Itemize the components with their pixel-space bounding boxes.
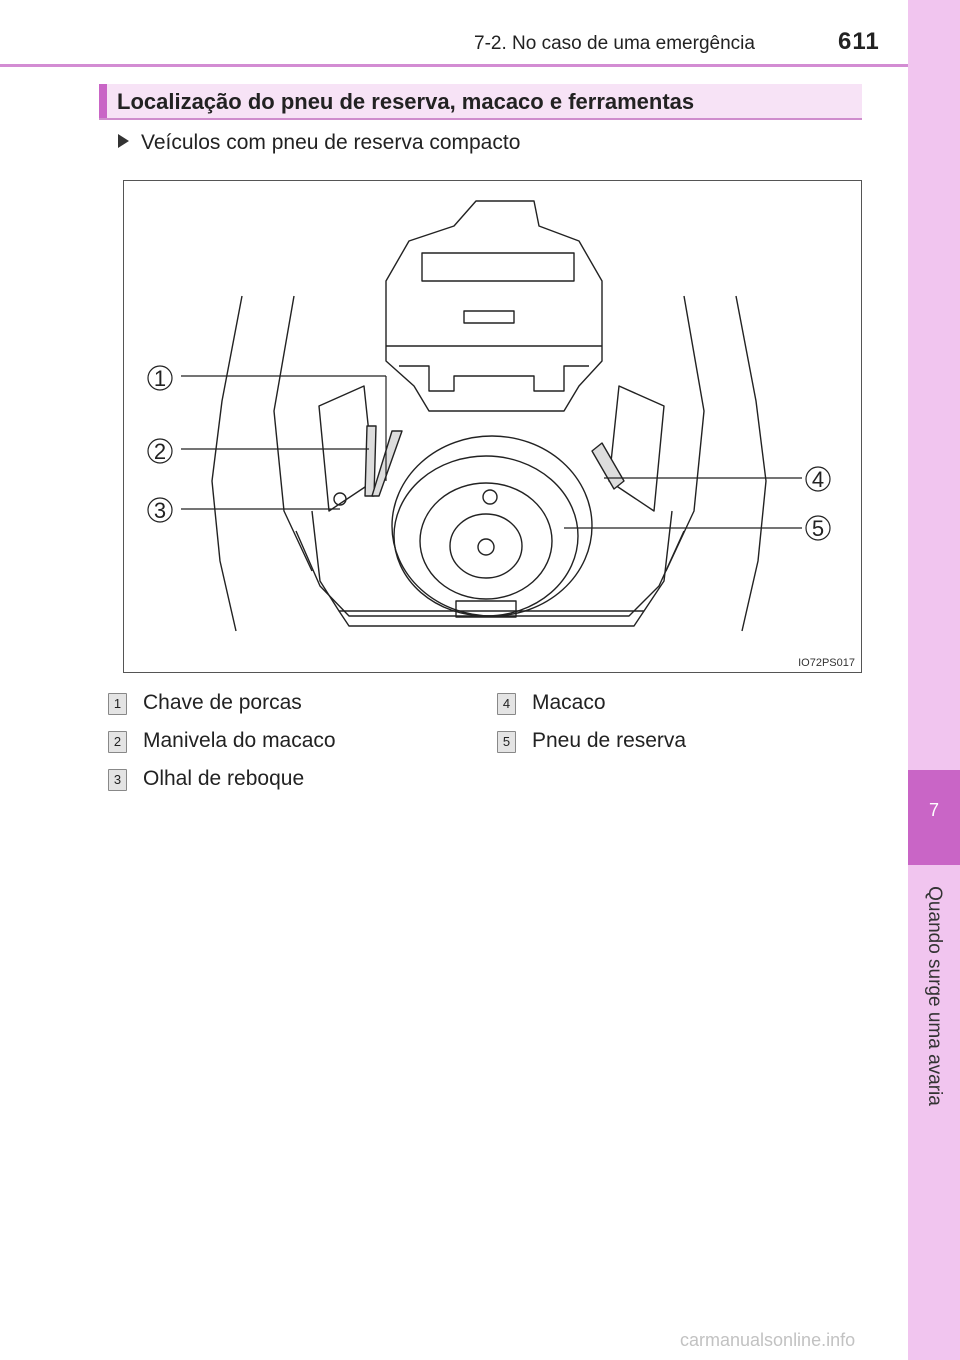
wheel-nut-wrench	[364, 425, 377, 497]
legend-label: Chave de porcas	[143, 691, 302, 714]
right-pillar	[665, 295, 705, 572]
triangle-bullet-icon	[118, 134, 129, 148]
callout-2-circle	[147, 438, 173, 464]
bumper-lip	[338, 610, 645, 627]
page-number: 611	[838, 28, 880, 55]
figure-code: IO72PS017	[798, 657, 855, 669]
chapter-number: 7	[928, 800, 939, 820]
legend-number: 2	[108, 731, 127, 753]
deck-board	[385, 200, 603, 412]
callout-5-circle	[805, 515, 831, 541]
towing-eye	[333, 492, 347, 506]
legend-label: Macaco	[532, 691, 606, 714]
legend-number: 4	[497, 693, 516, 715]
subheading: Veículos com pneu de reserva compacto	[118, 131, 520, 155]
legend-number: 1	[108, 693, 127, 715]
callout-1-circle	[147, 365, 173, 391]
callout-1: 1	[154, 366, 166, 391]
legend-number: 5	[497, 731, 516, 753]
legend-label: Manivela do macaco	[143, 729, 336, 752]
spare-tire-bolt	[482, 489, 498, 505]
callout-4: 4	[812, 467, 824, 492]
legend-number: 3	[108, 769, 127, 791]
trunk-opening	[311, 510, 673, 612]
spare-tire-rim	[419, 482, 553, 600]
deck-board-recess	[421, 252, 575, 282]
left-pillar	[273, 295, 313, 572]
header-rule	[0, 64, 908, 67]
left-body-outline	[211, 295, 243, 632]
spare-tire-tab	[455, 600, 517, 618]
section-title: Localização do pneu de reserva, macaco e…	[117, 89, 695, 114]
legend-label: Pneu de reserva	[532, 729, 687, 752]
section-title-bar: Localização do pneu de reserva, macaco e…	[99, 84, 862, 120]
trunk-drawing: 1 2 3 4 5	[147, 200, 831, 632]
spare-tire-outer	[393, 455, 579, 617]
callout-4-circle	[805, 466, 831, 492]
callout-3: 3	[154, 498, 166, 523]
callout-5: 5	[812, 516, 824, 541]
right-body-outline	[735, 295, 767, 632]
chapter-title: Quando surge uma avaria	[924, 886, 945, 1106]
subheading-text: Veículos com pneu de reserva compacto	[141, 131, 521, 154]
callout-3-circle	[147, 497, 173, 523]
watermark: carmanualsonline.info	[680, 1330, 856, 1350]
trunk-illustration: 1 2 3 4 5 IO72PS017	[123, 180, 862, 673]
trunk-opening-inner	[295, 530, 685, 617]
jack	[591, 442, 625, 490]
legend-label: Olhal de reboque	[143, 767, 305, 790]
right-compartment	[608, 385, 665, 512]
section-bar-accent	[99, 84, 107, 118]
jack-handle	[371, 430, 403, 497]
chapter-side-tab	[908, 0, 960, 1360]
spare-tire-hub	[449, 513, 523, 579]
chapter-tab-marker	[908, 770, 960, 865]
deck-board-handle	[463, 310, 515, 324]
spare-tire-center	[477, 538, 495, 556]
callout-2: 2	[154, 439, 166, 464]
header-section-title: 7-2. No caso de uma emergência	[474, 33, 755, 54]
deck-board-ribs	[399, 365, 589, 392]
